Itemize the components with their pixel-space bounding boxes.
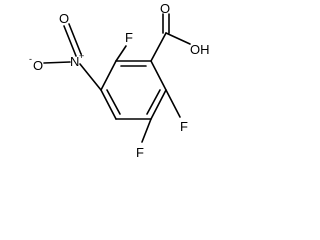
fluorine-top-label: F: [125, 30, 133, 45]
ring-double-bond-c5-c6: [106, 89, 121, 115]
nitro-nitrogen-charge: +: [79, 51, 84, 61]
nitro-oxygen-top-label: O: [59, 11, 69, 26]
atom-labels: F O OH F F N + O O -: [29, 1, 210, 160]
bond-c2-carboxyl-c: [150, 32, 167, 62]
ring-bond-c5-c6: [100, 89, 117, 120]
ring-bond-c3-c4: [150, 89, 167, 120]
benzene-ring: [100, 60, 167, 120]
bond-n-o-minus: [43, 61, 71, 64]
bond-c1-f: [115, 45, 127, 62]
bond-n-o-double-a: [63, 25, 77, 57]
carboxyl-hydroxyl-label: OH: [190, 42, 210, 57]
bond-c3-f: [165, 89, 181, 118]
nitro-oxygen-left-label: O: [33, 58, 43, 73]
bond-n-o-double-b: [68, 23, 82, 55]
ring-bond-c2-c3: [150, 60, 167, 91]
nitro-oxygen-charge: -: [29, 54, 32, 64]
fluorine-bottom-label: F: [136, 145, 144, 160]
bond-c4-f: [141, 118, 152, 143]
bond-carboxyl-c-oh: [165, 32, 191, 45]
chemical-structure: F O OH F F N + O O -: [29, 1, 210, 160]
ring-bond-c6-c1: [100, 60, 117, 91]
substituent-bonds: [43, 13, 191, 143]
carboxyl-oxygen-label: O: [160, 1, 170, 16]
fluorine-right-label: F: [180, 119, 188, 134]
nitro-nitrogen-label: N: [70, 54, 79, 69]
ring-double-bond-c3-c4: [146, 89, 161, 115]
bond-c6-n: [79, 63, 102, 91]
